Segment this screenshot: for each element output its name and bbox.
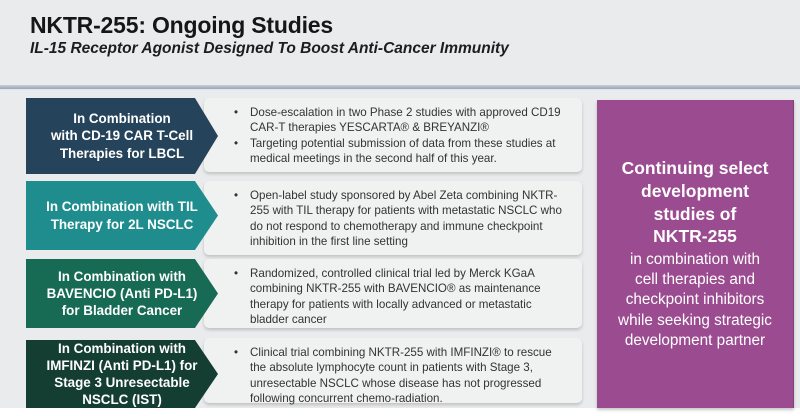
arrow-label: In Combination with IMFINZI (Anti PD-L1)…	[46, 340, 198, 408]
callout-panel: Continuing select development studies of…	[597, 100, 794, 408]
study-row: Randomized, controlled clinical trial le…	[0, 259, 600, 328]
arrow-label: In Combination with CD-19 CAR T-Cell The…	[50, 111, 194, 161]
study-details-panel: Open-label study sponsored by Abel Zeta …	[204, 181, 582, 255]
study-details-panel: Randomized, controlled clinical trial le…	[204, 259, 582, 328]
slide-subtitle: IL-15 Receptor Agonist Designed To Boost…	[30, 40, 509, 58]
study-arrow: In Combination with IMFINZI (Anti PD-L1)…	[26, 340, 218, 408]
bullet-list: Clinical trial combining NKTR-255 with I…	[204, 338, 582, 407]
arrow-label: In Combination with TIL Therapy for 2L N…	[46, 199, 198, 232]
bullet-list: Dose-escalation in two Phase 2 studies w…	[204, 98, 582, 167]
bullet-list: Open-label study sponsored by Abel Zeta …	[204, 181, 582, 250]
arrow-label: In Combination with BAVENCIO (Anti PD-L1…	[46, 268, 198, 319]
bullet-item: Targeting potential submission of data f…	[234, 136, 570, 167]
slide-title: NKTR-255: Ongoing Studies	[30, 12, 333, 38]
slide-header: NKTR-255: Ongoing Studies IL-15 Receptor…	[30, 12, 770, 59]
bullet-item: Clinical trial combining NKTR-255 with I…	[234, 345, 570, 407]
study-details-panel: Clinical trial combining NKTR-255 with I…	[204, 338, 582, 405]
bullet-item: Randomized, controlled clinical trial le…	[234, 266, 570, 328]
callout-heading: Continuing select development studies of…	[621, 158, 769, 247]
study-row: Dose-escalation in two Phase 2 studies w…	[0, 98, 600, 174]
study-arrow: In Combination with BAVENCIO (Anti PD-L1…	[26, 259, 218, 328]
study-row: Open-label study sponsored by Abel Zeta …	[0, 181, 600, 255]
study-arrow: In Combination with CD-19 CAR T-Cell The…	[26, 98, 218, 174]
bullet-item: Dose-escalation in two Phase 2 studies w…	[234, 105, 570, 136]
study-row: Clinical trial combining NKTR-255 with I…	[0, 338, 600, 408]
callout-body: in combination with cell therapies and c…	[618, 251, 772, 349]
bullet-list: Randomized, controlled clinical trial le…	[204, 259, 582, 328]
study-details-panel: Dose-escalation in two Phase 2 studies w…	[204, 98, 582, 172]
study-arrow: In Combination with TIL Therapy for 2L N…	[26, 181, 218, 250]
bullet-item: Open-label study sponsored by Abel Zeta …	[234, 188, 570, 250]
title-divider	[0, 85, 800, 90]
